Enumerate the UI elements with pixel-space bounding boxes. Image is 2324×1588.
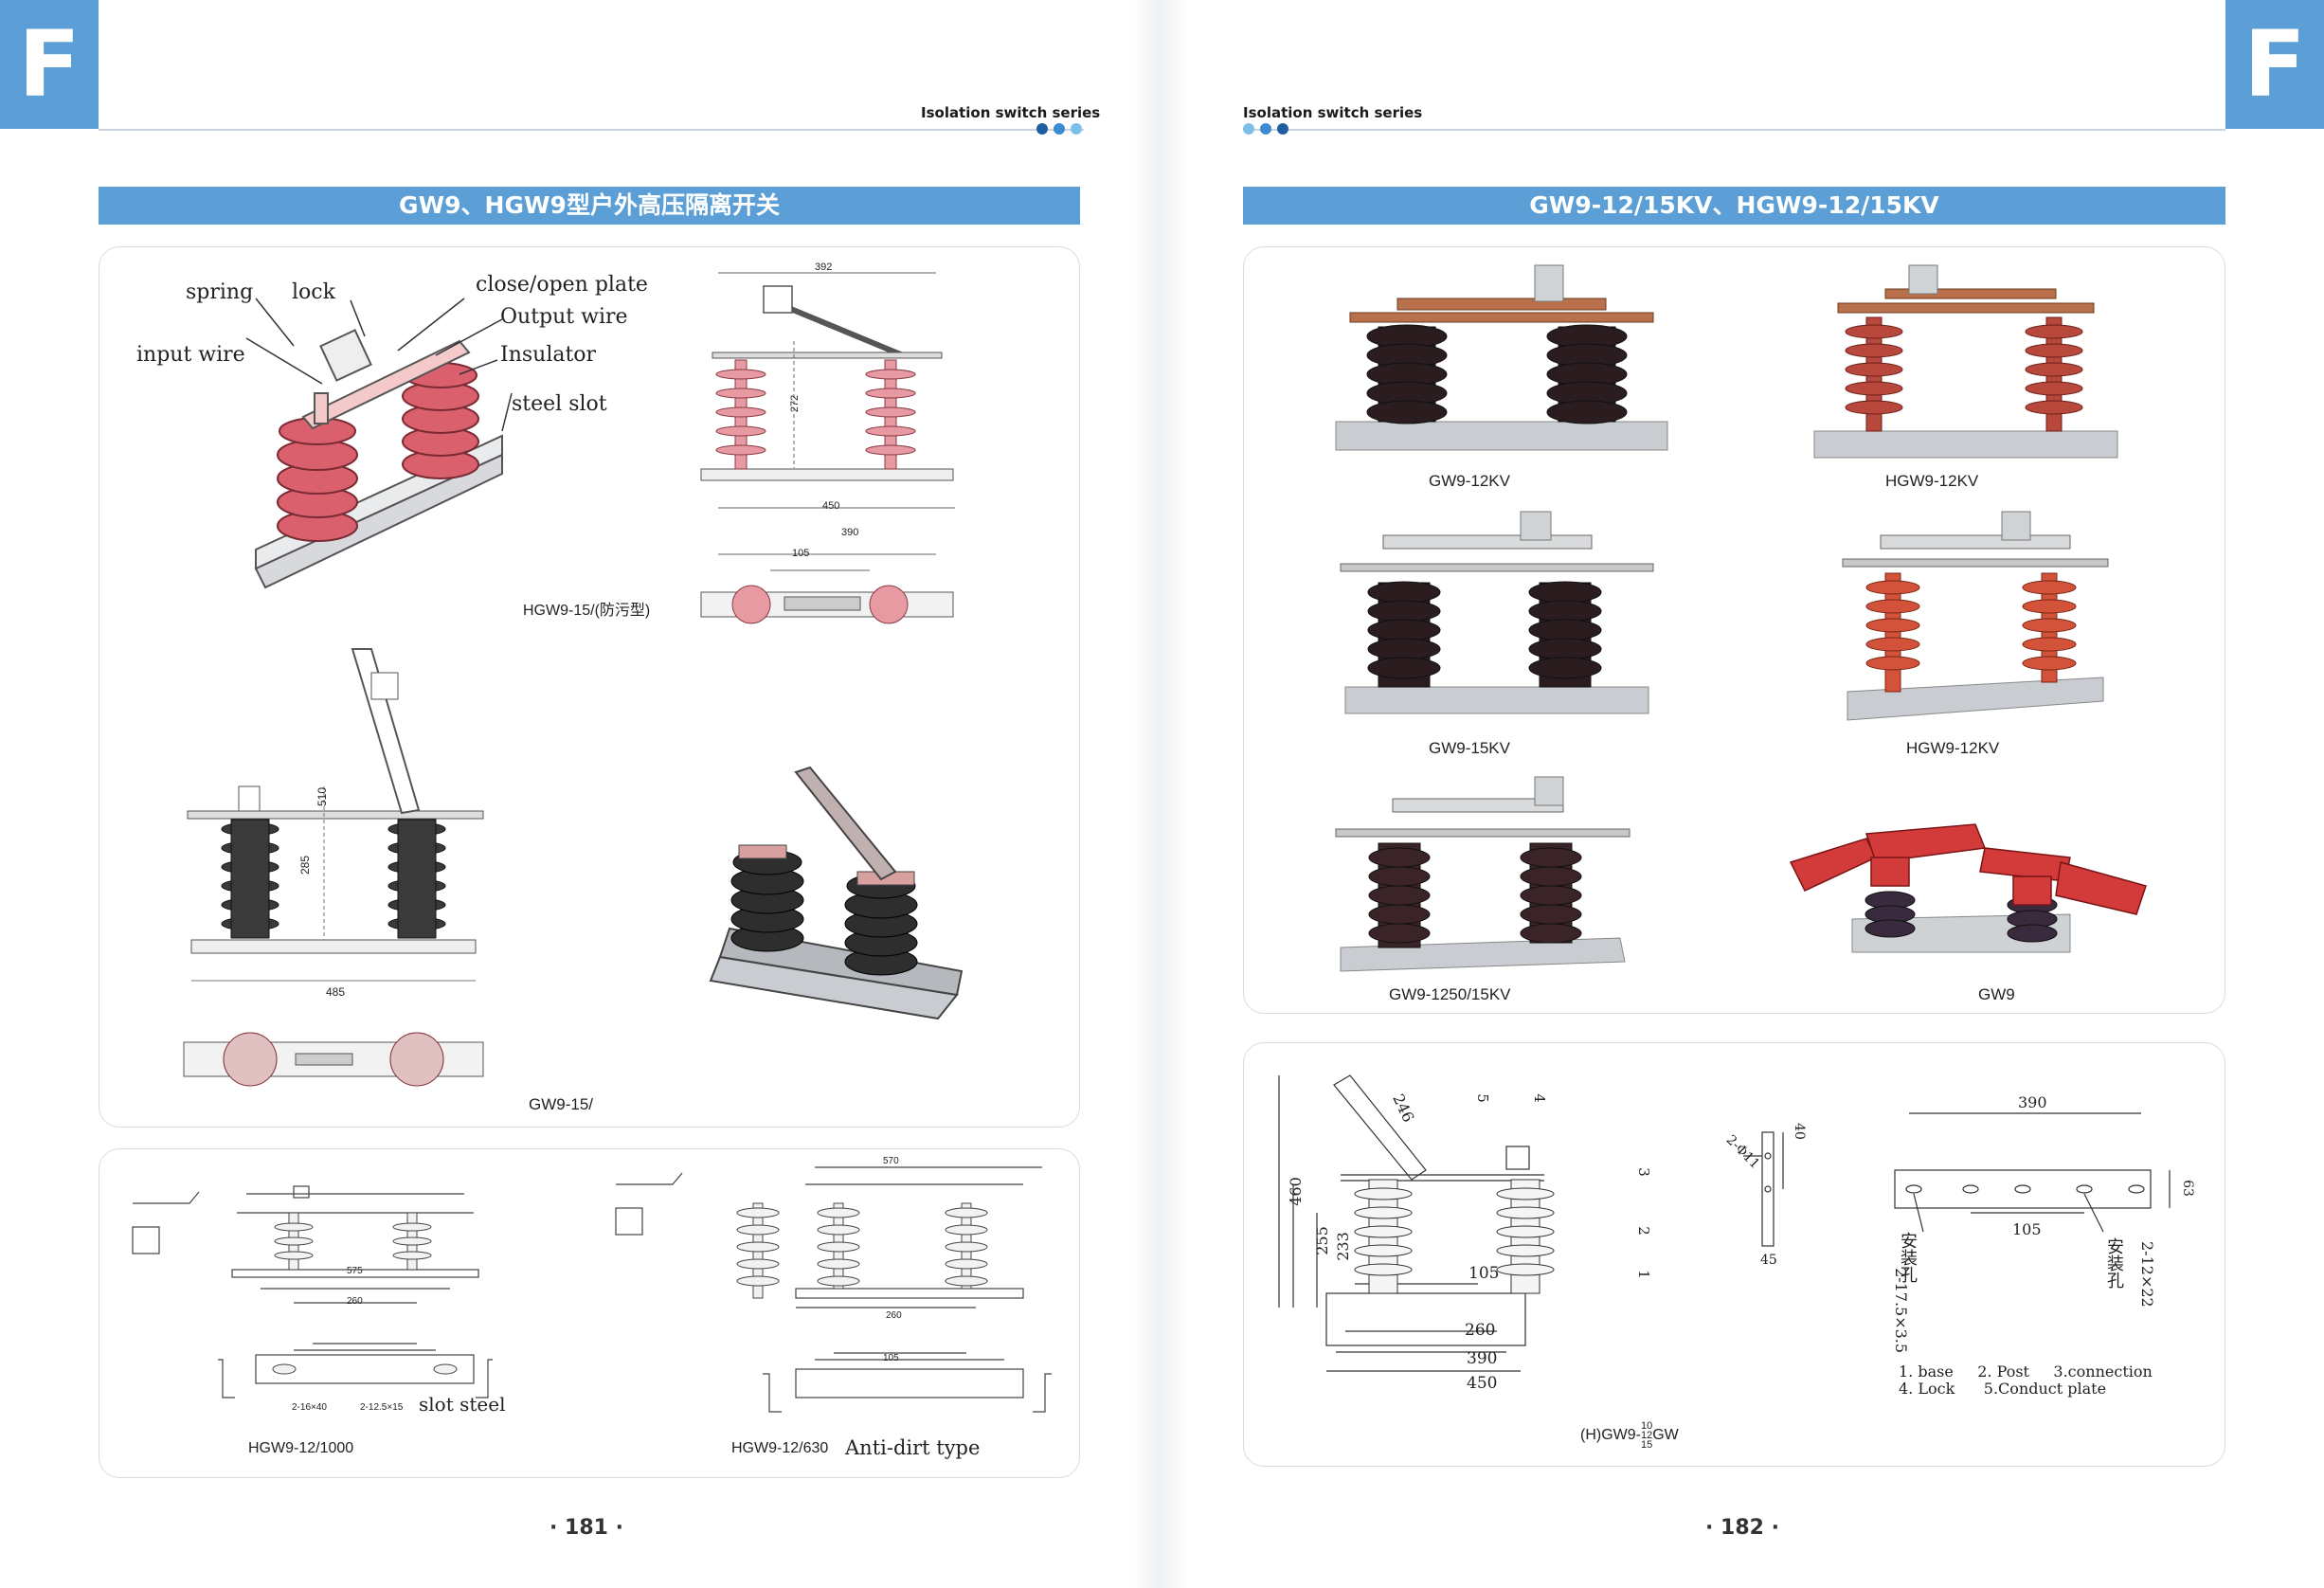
label-output-wire: Output wire (500, 305, 628, 329)
model-frac-mid: 12 (1640, 1430, 1653, 1441)
dim-260: 260 (347, 1296, 363, 1307)
series-title-left: Isolation switch series (921, 104, 1101, 121)
hole-left-cn: 安装孔 (1898, 1232, 1918, 1283)
hgw9-12-630-drawing (615, 1166, 1052, 1413)
caption-gw9-15: GW9-15/ (529, 1095, 594, 1113)
dim-63: 63 (2179, 1180, 2195, 1197)
hole-right-spec: 2-12×22 (2138, 1241, 2156, 1308)
dim-392: 392 (815, 262, 833, 273)
section-title-right: GW9-12/15KV、HGW9-12/15KV (1243, 187, 2225, 225)
product-photo-hgw9-12kv-2 (1842, 511, 2109, 721)
header-rule-left (99, 129, 1084, 131)
label-slot-steel: slot steel (419, 1393, 506, 1416)
caption-product-4: HGW9-12KV (1906, 739, 2000, 757)
product-photo-gw9-15kv (1340, 511, 1654, 714)
caption-product-3: GW9-15KV (1429, 739, 1510, 757)
label-input-wire: input wire (136, 343, 245, 367)
model-frac-bot: 15 (1640, 1439, 1653, 1451)
label-steel-slot: steel slot (512, 392, 607, 416)
dim-40: 40 (1791, 1123, 1807, 1140)
hgw9-12-1000-drawing (132, 1185, 493, 1399)
dim-260b: 260 (886, 1310, 902, 1321)
dim-2-16x40: 2-16×40 (292, 1402, 327, 1413)
label-spring: spring (186, 280, 254, 304)
product-photo-gw9-1250-15kv (1335, 776, 1630, 972)
callout-leaders (245, 298, 513, 432)
hole-right-cn: 安装孔 (2104, 1237, 2124, 1289)
model-suffix: GW (1652, 1427, 1679, 1443)
dim-272: 272 (789, 394, 802, 413)
dim-510: 510 (315, 786, 330, 807)
dim-285: 285 (298, 855, 313, 875)
dim-105-right: 105 (1468, 1264, 1500, 1283)
header-dot (1054, 123, 1065, 135)
caption-hgw9-15: HGW9-15/(防污型) (523, 603, 651, 619)
header-dot (1036, 123, 1048, 135)
section-tab-right: F (2225, 0, 2324, 129)
page-number-right: · 182 · (1705, 1516, 1779, 1540)
dim-390-right: 390 (1467, 1349, 1498, 1368)
model-prefix: (H)GW9- (1580, 1427, 1641, 1443)
caption-hgw9-12-1000: HGW9-12/1000 (248, 1440, 354, 1456)
dim-575: 575 (347, 1266, 363, 1276)
drawing-panel-left (99, 1148, 1080, 1478)
dim-105b: 105 (883, 1353, 899, 1363)
callout-1: 1 (1634, 1270, 1652, 1279)
page-fold (1133, 0, 1190, 1588)
dim-255: 255 (1312, 1226, 1331, 1255)
dim-390b: 390 (2018, 1093, 2047, 1111)
label-lock: lock (292, 280, 335, 304)
series-title-right: Isolation switch series (1243, 104, 1423, 121)
gw9-dimension-drawing (1278, 1074, 1555, 1372)
model-frac-top: 10 (1640, 1420, 1653, 1432)
base-plate-drawing (1894, 1112, 2171, 1233)
caption-product-1: GW9-12KV (1429, 472, 1510, 490)
section-title-left: GW9、HGW9型户外高压隔离开关 (99, 187, 1080, 225)
dim-105: 105 (792, 548, 810, 559)
dim-260-right: 260 (1465, 1321, 1496, 1340)
caption-product-2: HGW9-12KV (1885, 472, 1979, 490)
legend-line-1: 1. base 2. Post 3.connection (1899, 1362, 2153, 1380)
product-photo-gw9-12kv (1335, 264, 1668, 451)
gw9-15-isometric-drawing (709, 766, 964, 1020)
section-tab-left: F (0, 0, 99, 129)
callout-4: 4 (1530, 1093, 1548, 1103)
label-insulator: Insulator (500, 343, 597, 367)
caption-hgw9-12-630: HGW9-12/630 (731, 1440, 829, 1456)
product-photo-gw9 (1789, 823, 2147, 953)
header-dot (1277, 123, 1288, 135)
label-close-open-plate: close/open plate (476, 273, 648, 297)
header-dot (1243, 123, 1254, 135)
product-photo-hgw9-12kv (1813, 264, 2118, 459)
header-dot (1071, 123, 1082, 135)
model-fraction: 10 12 15 (1640, 1420, 1653, 1451)
caption-product-5: GW9-1250/15KV (1389, 985, 1511, 1003)
legend-line-2: 4. Lock 5.Conduct plate (1899, 1380, 2107, 1398)
dim-460: 460 (1286, 1177, 1305, 1206)
header-dot (1260, 123, 1271, 135)
lock-bracket-drawing (1743, 1131, 1784, 1247)
dim-450-right: 450 (1467, 1374, 1498, 1393)
header-rule-right (1243, 129, 2225, 131)
dim-390: 390 (841, 527, 859, 538)
page-number-left: · 181 · (549, 1516, 623, 1540)
model-designation: (H)GW9- 10 12 15 GW (1580, 1420, 1679, 1451)
dim-45: 45 (1760, 1253, 1777, 1268)
gw9-15-front-view-drawing (183, 648, 484, 1087)
dim-2-12-5x15: 2-12.5×15 (360, 1402, 404, 1413)
callout-3: 3 (1634, 1167, 1652, 1177)
dim-450: 450 (822, 500, 840, 512)
dim-485: 485 (326, 985, 346, 999)
label-anti-dirt: Anti-dirt type (845, 1436, 981, 1459)
callout-2: 2 (1634, 1226, 1652, 1236)
caption-product-6: GW9 (1978, 985, 2015, 1003)
hgw9-15-front-view-drawing (700, 272, 955, 624)
dim-570: 570 (883, 1156, 899, 1166)
dim-105b: 105 (2012, 1220, 2042, 1238)
callout-5: 5 (1473, 1093, 1491, 1103)
hgw9-15-isometric-drawing (254, 329, 503, 589)
dim-233: 233 (1333, 1232, 1352, 1261)
